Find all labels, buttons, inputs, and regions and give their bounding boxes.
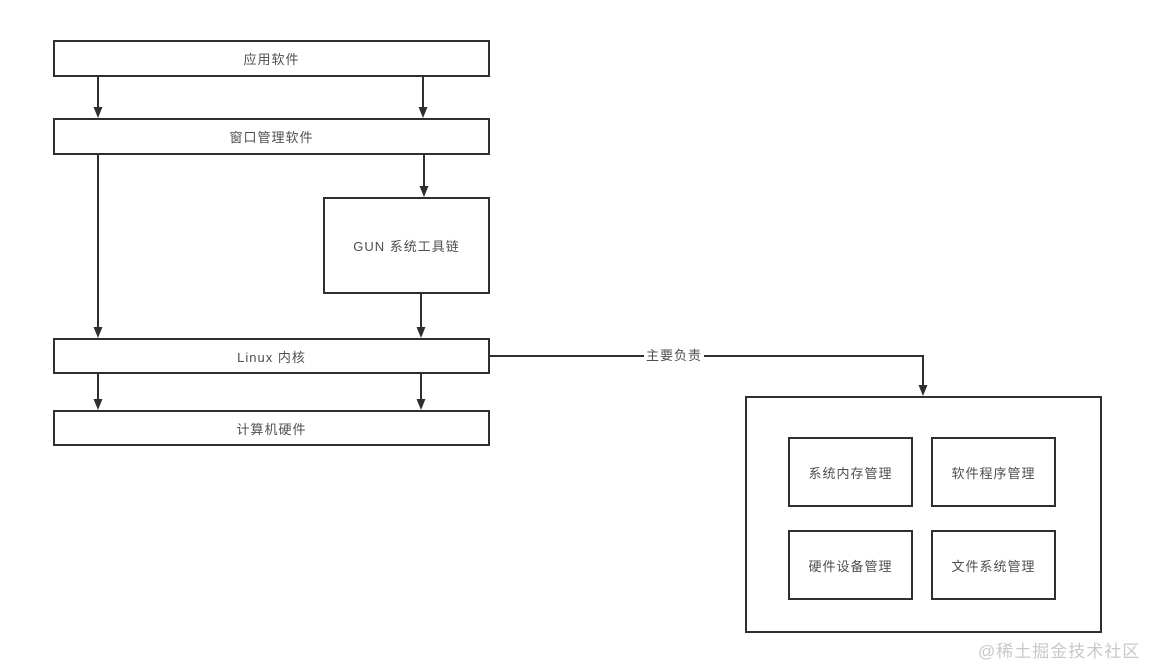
- node-memory-management: 系统内存管理: [788, 437, 913, 507]
- node-device-management: 硬件设备管理: [788, 530, 913, 600]
- node-app-software: 应用软件: [53, 40, 490, 77]
- node-gun-toolchain: GUN 系统工具链: [323, 197, 490, 294]
- node-filesystem-management: 文件系统管理: [931, 530, 1056, 600]
- arrow-kernel-to-responsibilities: [490, 355, 928, 396]
- node-computer-hardware: 计算机硬件: [53, 410, 490, 446]
- node-window-manager: 窗口管理软件: [53, 118, 490, 155]
- node-software-management: 软件程序管理: [931, 437, 1056, 507]
- watermark: @稀土掘金技术社区: [978, 642, 1141, 661]
- node-linux-kernel: Linux 内核: [53, 338, 490, 374]
- edge-label-main-responsibility: 主要负责: [644, 348, 705, 364]
